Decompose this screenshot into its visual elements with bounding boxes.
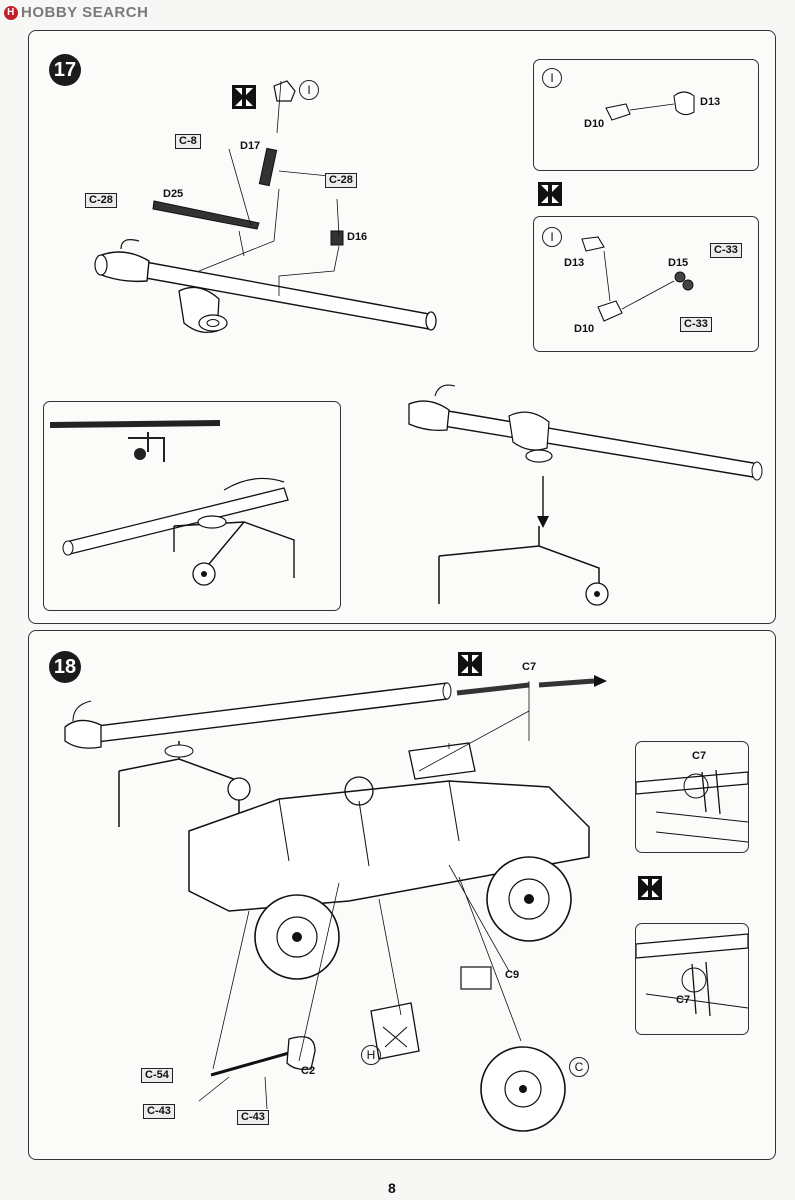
callout-c33-top: C-33	[710, 243, 742, 258]
step-number: 17	[49, 54, 81, 86]
callout-c28-right: C-28	[325, 173, 357, 188]
rifle-on-tripod-drawing	[50, 420, 295, 586]
step-number: 18	[49, 651, 81, 683]
page-number: 8	[388, 1180, 396, 1196]
callout-c43-left: C-43	[143, 1104, 175, 1119]
callout-c7: C7	[522, 661, 537, 673]
callout-c7: C7	[692, 750, 707, 762]
c7-detail-inset-top: C7	[635, 741, 749, 853]
glue-icon	[638, 876, 662, 900]
glue-icon	[458, 652, 482, 676]
part-assembly-drawing	[581, 236, 694, 322]
recoilless-rifle-exploded-view	[94, 80, 437, 334]
watermark-logo: H	[4, 5, 18, 20]
c7-detail-drawing	[636, 933, 748, 1017]
part-c-marker: C	[569, 1057, 589, 1077]
callout-d13: D13	[700, 96, 721, 108]
c7-detail-drawing	[636, 769, 748, 843]
part-h-marker: H	[361, 1045, 381, 1065]
callout-c7: C7	[676, 994, 691, 1006]
option-i-marker: I	[299, 80, 319, 100]
callout-c43-right: C-43	[237, 1110, 269, 1125]
watermark: H HOBBY SEARCH	[4, 4, 148, 21]
callout-c28-left: C-28	[85, 193, 117, 208]
c7-detail-inset-bottom: C7	[635, 923, 749, 1035]
callout-d16: D16	[347, 231, 368, 243]
option-i-inset: I D10 D13	[533, 59, 759, 171]
rifle-tripod-assembly-drawing	[408, 384, 763, 606]
callout-d17: D17	[240, 140, 261, 152]
option-marker: I	[542, 227, 562, 247]
callout-d13: D13	[564, 257, 585, 269]
option-i-detail-inset: I D13 D15 C-33 D10 C-33	[533, 216, 759, 352]
option-marker: I	[542, 68, 562, 88]
callout-c9: C9	[505, 969, 520, 981]
step-18-panel: 18	[28, 630, 776, 1160]
callout-c54: C-54	[141, 1068, 173, 1083]
callout-d10: D10	[574, 323, 595, 335]
step-17-panel: 17 C-8 D17 C-28 D25 C-28 D16 I I	[28, 30, 776, 624]
callout-c8: C-8	[175, 134, 201, 149]
callout-c2: C2	[301, 1065, 316, 1077]
part-d10-d13-drawing	[605, 91, 695, 121]
callout-d15: D15	[668, 257, 689, 269]
callout-d10: D10	[584, 118, 605, 130]
callout-c33-bottom: C-33	[680, 317, 712, 332]
completed-view-inset	[43, 401, 341, 611]
jeep-with-rifle-drawing	[64, 675, 607, 1132]
callout-d25: D25	[163, 188, 184, 200]
glue-icon	[232, 85, 256, 109]
watermark-text: HOBBY SEARCH	[21, 4, 149, 21]
glue-icon	[538, 182, 562, 206]
